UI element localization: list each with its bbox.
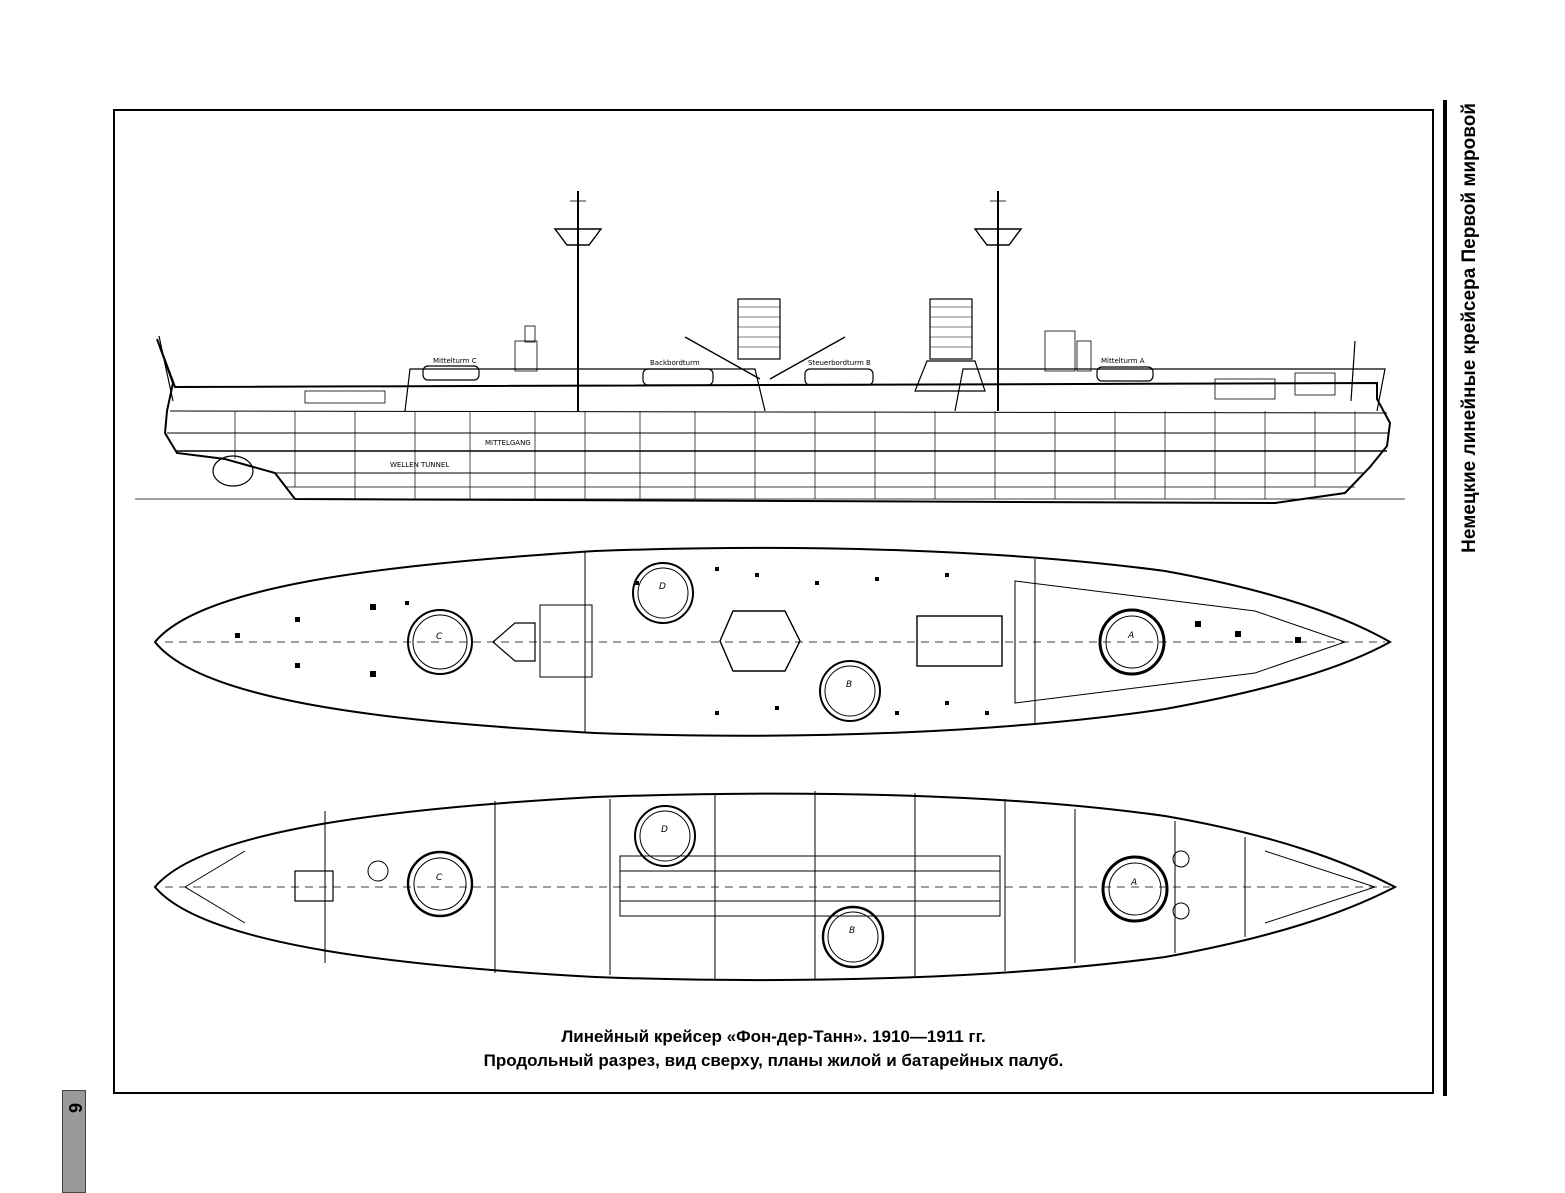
profile-label-turret-c: Mittelturm C — [433, 357, 477, 365]
svg-text:C: C — [436, 873, 443, 883]
top-turret-c: C — [407, 609, 473, 675]
top-aft-bridge — [492, 622, 536, 662]
profile-turret-b — [804, 368, 874, 386]
fore-funnel — [914, 298, 986, 392]
top-turret-d: D — [632, 562, 694, 624]
profile-label-turret-a: Mittelturm A — [1101, 357, 1145, 365]
deck-capstan-fore-1 — [1172, 850, 1190, 868]
deck-capstan — [367, 860, 389, 882]
deck-turret-d: D — [634, 805, 696, 867]
svg-text:B: B — [849, 926, 855, 936]
deck-steering-compartment — [294, 870, 334, 902]
drawing-frame: Mittelturm C Backbordturm Steuerbordturm… — [113, 109, 1434, 1094]
aft-funnel — [737, 298, 781, 360]
svg-text:A: A — [1130, 878, 1137, 888]
top-aft-structure — [539, 604, 593, 678]
fore-superstructure — [954, 368, 1386, 412]
ship-plans-drawing: Mittelturm C Backbordturm Steuerbordturm… — [135, 191, 1405, 982]
caption-line-2: Продольный разрез, вид сверху, планы жил… — [483, 1051, 1064, 1070]
profile-label-port-turret: Backbordturm — [650, 359, 700, 367]
deck-bow-compartments — [1264, 850, 1377, 924]
top-view-hull-outline — [153, 546, 1393, 737]
profile-turret-port — [642, 368, 714, 386]
svg-text:A: A — [1127, 631, 1134, 641]
bow-flagpole — [1350, 340, 1356, 402]
deck-turret-c: C — [406, 850, 474, 918]
bulkheads — [234, 411, 1356, 499]
profile-turret-a — [1096, 366, 1154, 382]
profile-label-turret-b: Steuerbordturm B — [808, 359, 871, 367]
top-forecastle — [1014, 580, 1347, 704]
longitudinal-section: Mittelturm C Backbordturm Steuerbordturm… — [135, 191, 1405, 505]
main-mast — [553, 191, 603, 411]
propeller-shape — [212, 455, 254, 487]
deck-stern-compartments — [184, 850, 246, 924]
running-title: Немецкие линейные крейсера Первой мирово… — [1459, 103, 1480, 553]
deck-turret-b: B — [821, 905, 885, 969]
profile-label-wellen-tunnel: WELLEN TUNNEL — [390, 461, 449, 469]
page-number-tab: 6 — [62, 1090, 86, 1193]
svg-text:D: D — [659, 582, 666, 592]
page-number: 6 — [65, 1102, 85, 1113]
deck-plan: C D B A — [153, 791, 1398, 982]
svg-text:C: C — [436, 632, 443, 642]
top-view-plan: C D B A — [153, 546, 1393, 737]
boat-boom-left — [684, 336, 761, 380]
stern-flagpole — [158, 335, 174, 402]
deck-capstan-fore-2 — [1172, 902, 1190, 920]
top-aft-funnel-base — [719, 610, 801, 672]
deck-turret-a: A — [1101, 855, 1169, 923]
caption-line-1: Линейный крейсер «Фон-дер-Танн». 1910—19… — [561, 1027, 986, 1046]
upper-deck-line — [169, 410, 1388, 414]
profile-label-mittelgang: MITTELGANG — [485, 439, 531, 447]
profile-hull-outline — [156, 338, 1392, 505]
deck-fittings — [235, 567, 1301, 715]
svg-text:B: B — [846, 680, 852, 690]
deck-plan-compartments — [324, 791, 1246, 979]
top-fore-superstructure — [916, 615, 1003, 667]
svg-text:D: D — [661, 825, 668, 835]
deck-structures — [304, 325, 1336, 404]
profile-turret-c — [422, 365, 480, 381]
top-turret-a: A — [1098, 608, 1166, 676]
figure-caption: Линейный крейсер «Фон-дер-Танн». 1910—19… — [115, 1025, 1432, 1073]
top-turret-b: B — [819, 660, 881, 722]
side-rule — [1443, 100, 1447, 1096]
aft-superstructure — [404, 368, 766, 412]
fore-mast — [973, 191, 1023, 411]
deck-plan-hull-outline — [153, 792, 1398, 982]
boat-boom-right — [769, 336, 846, 380]
